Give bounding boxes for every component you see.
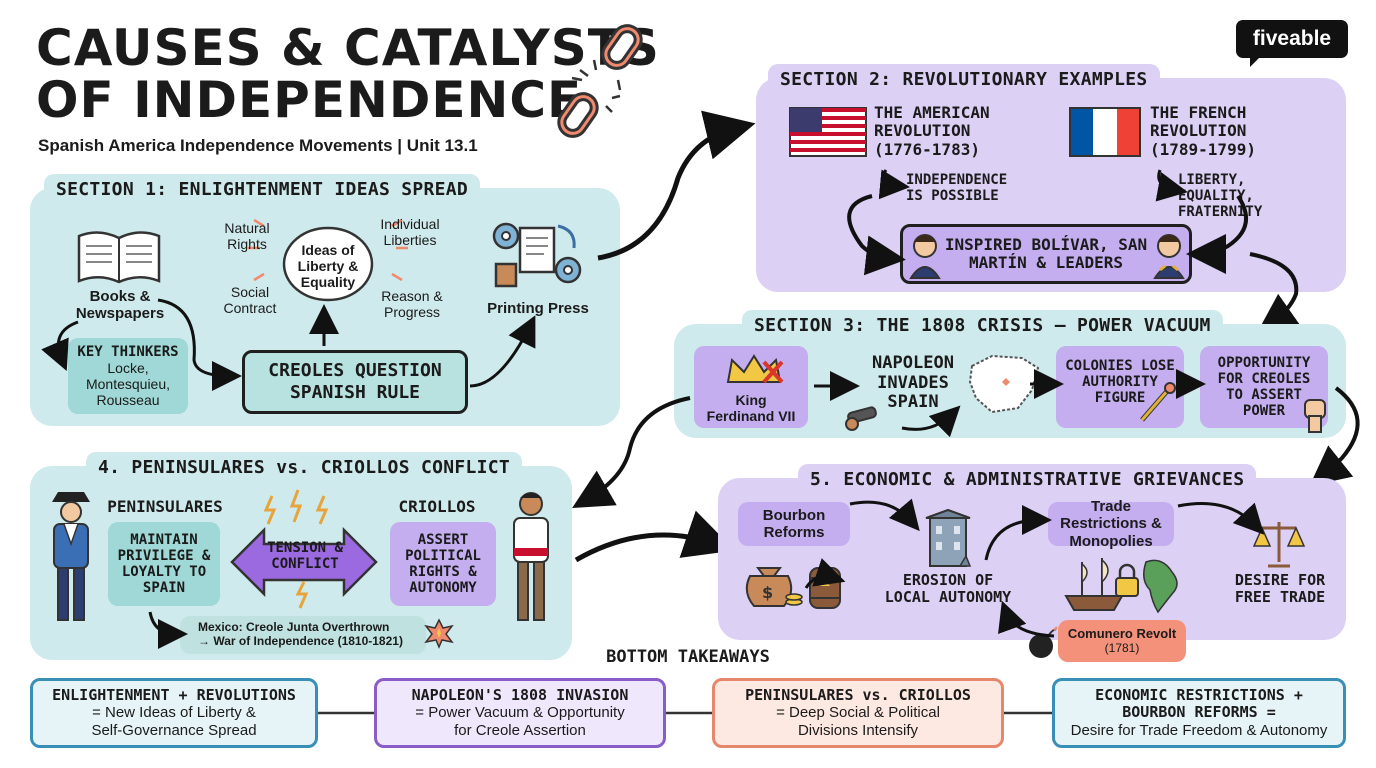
- american-result-label: INDEPENDENCE IS POSSIBLE: [906, 172, 1008, 205]
- broken-chain-icon: [557, 24, 643, 138]
- svg-text:$: $: [762, 583, 773, 602]
- section3-title: SECTION 3: THE 1808 CRISIS – POWER VACUU…: [742, 310, 1223, 341]
- crown-icon: [726, 354, 784, 384]
- takeaways-title: BOTTOM TAKEAWAYS: [606, 647, 770, 667]
- takeaway-1: ENLIGHTENMENT + REVOLUTIONS = New Ideas …: [30, 678, 318, 748]
- scepter-icon: [1140, 382, 1176, 422]
- trade-restrictions-label: Trade Restrictions & Monopolies: [1060, 498, 1162, 550]
- american-revolution-label: THE AMERICAN REVOLUTION (1776-1783): [874, 103, 990, 159]
- opportunity-creoles-label: OPPORTUNITY FOR CREOLES TO ASSERT POWER: [1217, 354, 1311, 420]
- crumbling-building-icon: [925, 508, 972, 567]
- desire-free-trade-label: DESIRE FOR FREE TRADE: [1234, 571, 1326, 607]
- mexico-junta-box: Mexico: Creole Junta Overthrown → War of…: [180, 616, 426, 654]
- thought-bubble-icon: [248, 218, 408, 302]
- printing-press-icon: [492, 222, 582, 288]
- mexico-line-2: → War of Independence (1810-1821): [198, 634, 403, 648]
- inspired-leaders-box: INSPIRED BOLÍVAR, SAN MARTÍN & LEADERS: [900, 224, 1192, 284]
- takeaway-4-body: Desire for Trade Freedom & Autonomy: [1070, 721, 1328, 739]
- creoles-question-box: CREOLES QUESTION SPANISH RULE: [242, 350, 468, 414]
- explosion-icon: [424, 618, 454, 649]
- key-thinkers-box: KEY THINKERS Locke, Montesquieu, Roussea…: [68, 338, 188, 414]
- key-thinkers-names: Locke, Montesquieu, Rousseau: [85, 359, 171, 409]
- peninsulares-box: MAINTAIN PRIVILEGE & LOYALTY TO SPAIN: [108, 522, 220, 606]
- creoles-question-label: CREOLES QUESTION SPANISH RULE: [268, 360, 442, 403]
- criollos-box: ASSERT POLITICAL RIGHTS & AUTONOMY: [390, 522, 496, 606]
- comunero-revolt-box: Comunero Revolt (1781): [1058, 620, 1186, 662]
- takeaway-2: NAPOLEON'S 1808 INVASION = Power Vacuum …: [374, 678, 666, 748]
- bourbon-reforms-label: Bourbon Reforms: [762, 506, 826, 541]
- takeaway-2-body: = Power Vacuum & Opportunity for Creole …: [415, 704, 625, 739]
- erosion-label: EROSION OF LOCAL AUTONOMY: [884, 571, 1012, 607]
- san-martin-portrait-icon: [1153, 234, 1185, 279]
- takeaway-3: PENINSULARES vs. CRIOLLOS = Deep Social …: [712, 678, 1004, 748]
- comunero-revolt-label: Comunero Revolt: [1067, 625, 1177, 641]
- tension-double-arrow-icon: [230, 489, 378, 609]
- natural-rights-label: Natural Rights: [224, 220, 270, 253]
- takeaway-1-body: = New Ideas of Liberty & Self-Governance…: [91, 704, 257, 739]
- ideas-center-label: Ideas of Liberty & Equality: [297, 242, 359, 291]
- criollo-figure-icon: [513, 492, 549, 621]
- books-newspapers-label: Books & Newspapers: [75, 288, 165, 323]
- colonies-lose-label: COLONIES LOSE AUTHORITY FIGURE: [1065, 357, 1175, 407]
- trade-restrictions-box: Trade Restrictions & Monopolies: [1048, 498, 1174, 550]
- king-ferdinand-label: King Ferdinand VII: [706, 391, 796, 424]
- comunero-year-label: (1781): [1104, 640, 1140, 655]
- page-title: CAUSES & CATALYSTS OF INDEPENDENCE: [36, 22, 660, 126]
- peninsulares-label: PENINSULARES: [107, 497, 223, 516]
- takeaway-3-head: PENINSULARES vs. CRIOLLOS: [745, 686, 971, 705]
- takeaway-4-head: ECONOMIC RESTRICTIONS + BOURBON REFORMS …: [1095, 686, 1303, 722]
- peninsular-figure-icon: [52, 492, 90, 621]
- individual-liberties-label: Individual Liberties: [380, 216, 440, 249]
- reason-progress-label: Reason & Progress: [381, 288, 443, 321]
- section2-title: SECTION 2: REVOLUTIONARY EXAMPLES: [768, 64, 1160, 95]
- section5-title: 5. ECONOMIC & ADMINISTRATIVE GRIEVANCES: [798, 464, 1257, 495]
- title-line-2: OF INDEPENDENCE: [36, 71, 583, 129]
- spain-map-icon: [968, 354, 1040, 414]
- tension-conflict-label: TENSION & CONFLICT: [267, 540, 343, 573]
- mexico-line-1: Mexico: Creole Junta Overthrown: [198, 620, 390, 635]
- colonies-lose-box: COLONIES LOSE AUTHORITY FIGURE: [1056, 346, 1184, 428]
- france-flag-icon: [1069, 107, 1141, 157]
- takeaway-1-head: ENLIGHTENMENT + REVOLUTIONS: [52, 686, 296, 705]
- fiveable-logo: fiveable: [1236, 20, 1348, 67]
- napoleon-label: NAPOLEON INVADES SPAIN: [872, 353, 954, 413]
- takeaway-2-head: NAPOLEON'S 1808 INVASION: [411, 686, 629, 705]
- french-result-label: LIBERTY, EQUALITY, FRATERNITY: [1178, 172, 1263, 221]
- french-revolution-label: THE FRENCH REVOLUTION (1789-1799): [1150, 103, 1256, 159]
- key-thinkers-title: KEY THINKERS: [77, 343, 179, 360]
- takeaway-3-body: = Deep Social & Political Divisions Inte…: [776, 704, 940, 739]
- us-flag-icon: [789, 107, 867, 157]
- book-icon: [77, 231, 161, 284]
- section1-title: SECTION 1: ENLIGHTENMENT IDEAS SPREAD: [44, 174, 481, 205]
- criollos-label: CRIOLLOS: [398, 497, 476, 516]
- section4-title: 4. PENINSULARES vs. CRIOLLOS CONFLICT: [86, 452, 523, 483]
- page-subtitle: Spanish America Independence Movements |…: [38, 136, 478, 155]
- ship-lock-map-icon: [1064, 558, 1178, 614]
- peninsulares-box-label: MAINTAIN PRIVILEGE & LOYALTY TO SPAIN: [117, 531, 211, 597]
- bolivar-portrait-icon: [909, 234, 941, 279]
- criollos-box-label: ASSERT POLITICAL RIGHTS & AUTONOMY: [405, 531, 481, 597]
- printing-press-label: Printing Press: [487, 300, 589, 317]
- inspired-leaders-label: INSPIRED BOLÍVAR, SAN MARTÍN & LEADERS: [944, 234, 1148, 272]
- takeaway-4: ECONOMIC RESTRICTIONS + BOURBON REFORMS …: [1052, 678, 1346, 748]
- raised-fist-icon: [1304, 399, 1326, 433]
- scales-icon: [1252, 522, 1306, 568]
- cannon-icon: [845, 406, 877, 431]
- title-line-1: CAUSES & CATALYSTS: [36, 19, 660, 77]
- bourbon-reforms-box: Bourbon Reforms: [738, 502, 850, 546]
- social-contract-label: Social Contract: [223, 284, 277, 317]
